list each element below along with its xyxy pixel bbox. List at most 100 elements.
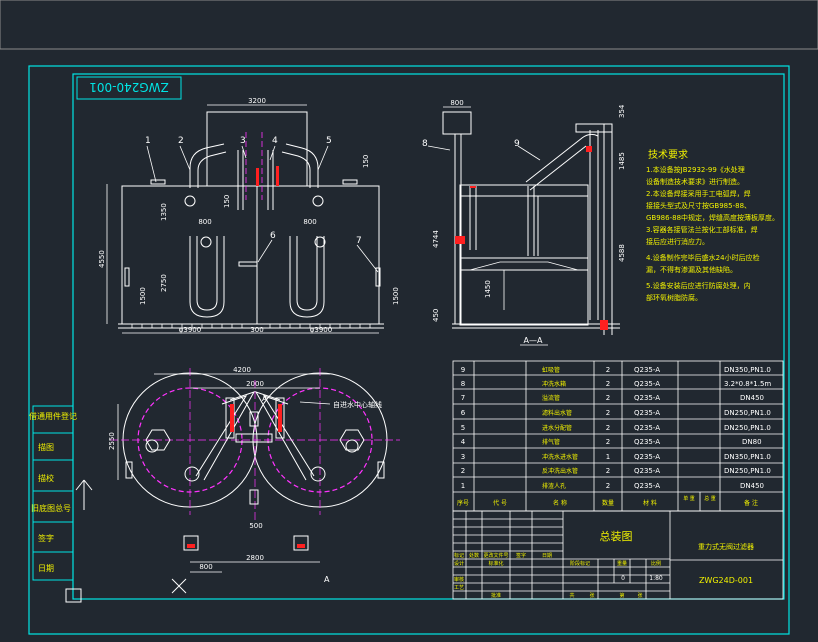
dim-800-right: 800 bbox=[303, 218, 316, 226]
side-dim-354: 354 bbox=[618, 104, 626, 118]
svg-text:序号: 序号 bbox=[457, 499, 469, 507]
side-callouts: 8 9 bbox=[422, 139, 541, 161]
drawing-code-reversed: ZWG240-001 bbox=[89, 80, 169, 94]
svg-text:9: 9 bbox=[461, 366, 465, 374]
title-block bbox=[452, 510, 784, 600]
svg-text:排渣人孔: 排渣人孔 bbox=[542, 482, 566, 490]
svg-text:2: 2 bbox=[461, 467, 465, 475]
bom-row: 8 冲洗水箱 2 Q235-A 3.2*0.8*1.5m bbox=[461, 380, 772, 388]
svg-text:DN450: DN450 bbox=[740, 394, 764, 402]
svg-text:溢流管: 溢流管 bbox=[542, 394, 560, 402]
svg-text:冲洗水箱: 冲洗水箱 bbox=[542, 380, 566, 388]
tech-requirements: 技术要求 1.本设备按JB2932-99《水处理 设备制造技术要求》进行制造。 … bbox=[646, 148, 779, 302]
dim-150-a: 150 bbox=[223, 195, 231, 208]
svg-text:总 重: 总 重 bbox=[704, 495, 716, 502]
section-label: A—A bbox=[524, 336, 543, 345]
side-dimensions: 800 354 1485 4744 4588 1450 450 A—A bbox=[432, 99, 626, 346]
plan-dim-2000: 2000 bbox=[246, 380, 264, 388]
svg-text:2: 2 bbox=[606, 366, 610, 374]
tech-line-6: 3.容器各接管法兰按化工部标准，焊 bbox=[646, 225, 758, 234]
svg-text:DN350,PN1.0: DN350,PN1.0 bbox=[724, 366, 771, 374]
side-dim-4588: 4588 bbox=[618, 244, 626, 262]
svg-text:阶段标记: 阶段标记 bbox=[570, 560, 590, 567]
svg-text:张: 张 bbox=[637, 592, 642, 599]
svg-text:2: 2 bbox=[606, 409, 610, 417]
drawing-name: 重力式无阀过滤器 bbox=[698, 542, 754, 551]
bom-row: 7 溢流管 2 Q235-A DN450 bbox=[461, 394, 764, 402]
side-label-sign: 签字 bbox=[38, 533, 54, 543]
tech-line-3: 2.本设备焊接采用手工电弧焊，焊 bbox=[646, 189, 751, 198]
dim-3200: 3200 bbox=[248, 97, 266, 105]
svg-text:Q235-A: Q235-A bbox=[634, 366, 660, 374]
bom-row: 1 排渣人孔 2 Q235-A DN450 bbox=[461, 482, 764, 490]
tech-line-4: 接接头型式及尺寸按GB985-88、 bbox=[646, 201, 751, 210]
drawing-title: 总装图 bbox=[600, 529, 633, 543]
svg-text:数量: 数量 bbox=[602, 499, 614, 507]
tech-line-1: 1.本设备按JB2932-99《水处理 bbox=[646, 165, 745, 174]
svg-text:虹吸管: 虹吸管 bbox=[542, 366, 560, 374]
svg-text:2: 2 bbox=[606, 380, 610, 388]
plan-dim-2800: 2800 bbox=[246, 554, 264, 562]
front-centerlines bbox=[245, 132, 263, 200]
dim-2750: 2750 bbox=[160, 274, 168, 292]
svg-text:标准化: 标准化 bbox=[488, 560, 503, 567]
svg-text:6: 6 bbox=[461, 409, 466, 417]
side-strip: 借通用件登记 描图 描校 旧底图总号 签字 日期 bbox=[29, 405, 77, 581]
drawing-code-block: ZWG240-001 bbox=[76, 76, 182, 100]
svg-text:比例: 比例 bbox=[651, 560, 661, 567]
svg-text:8: 8 bbox=[461, 380, 465, 388]
svg-text:4: 4 bbox=[461, 438, 466, 446]
side-dim-1485: 1485 bbox=[618, 152, 626, 170]
tech-line-9: 漏，不得有渗漏及其他缺陷。 bbox=[646, 265, 737, 274]
dim-dia-3900-left: φ3900 bbox=[179, 326, 201, 334]
side-tank bbox=[459, 184, 589, 326]
tech-heading: 技术要求 bbox=[648, 148, 688, 161]
svg-text:签字: 签字 bbox=[516, 552, 526, 559]
callout-9: 9 bbox=[514, 139, 520, 149]
svg-text:DN350,PN1.0: DN350,PN1.0 bbox=[724, 453, 771, 461]
side-dim-800: 800 bbox=[450, 99, 463, 107]
plan-dim-800: 800 bbox=[199, 563, 212, 571]
dim-dia-3900-right: φ3900 bbox=[310, 326, 332, 334]
svg-text:7: 7 bbox=[461, 394, 465, 402]
callout-4: 4 bbox=[272, 136, 278, 146]
front-callout-labels: 1 2 3 4 5 6 7 bbox=[145, 136, 362, 246]
plan-dim-500: 500 bbox=[249, 522, 262, 530]
svg-text:单 重: 单 重 bbox=[683, 495, 695, 502]
svg-text:5: 5 bbox=[461, 424, 465, 432]
svg-text:材 料: 材 料 bbox=[643, 499, 657, 507]
callout-6: 6 bbox=[270, 231, 276, 241]
callout-1: 1 bbox=[145, 136, 151, 146]
dim-150-b: 150 bbox=[362, 155, 370, 168]
bom-row: 5 进水分配管 2 Q235-A DN250,PN1.0 bbox=[461, 424, 771, 432]
bom-rows: 9 虹吸管 2 Q235-A DN350,PN1.0 8 冲洗水箱 2 Q235… bbox=[457, 366, 771, 507]
callout-5: 5 bbox=[326, 136, 332, 146]
side-dim-1450: 1450 bbox=[484, 280, 492, 298]
side-label-date: 日期 bbox=[38, 564, 54, 573]
svg-text:Q235-A: Q235-A bbox=[634, 438, 660, 446]
front-red-marks bbox=[256, 166, 279, 186]
inner-border bbox=[72, 73, 785, 600]
bom-row: 9 虹吸管 2 Q235-A DN350,PN1.0 bbox=[461, 366, 771, 374]
bom-row: 3 冲洗水进水管 1 Q235-A DN350,PN1.0 bbox=[461, 453, 771, 461]
ucs-icon bbox=[75, 479, 187, 594]
tech-line-7: 接后应进行消应力。 bbox=[646, 237, 709, 246]
svg-text:共: 共 bbox=[569, 592, 574, 599]
svg-text:Q235-A: Q235-A bbox=[634, 394, 660, 402]
svg-text:处数: 处数 bbox=[469, 552, 479, 559]
svg-text:DN80: DN80 bbox=[742, 438, 762, 446]
svg-text:2: 2 bbox=[606, 467, 610, 475]
svg-text:DN250,PN1.0: DN250,PN1.0 bbox=[724, 424, 771, 432]
drawing-code: ZWG24D-001 bbox=[699, 576, 753, 585]
tech-line-10: 5.设备安装后应进行防腐处理，内 bbox=[646, 281, 751, 290]
side-label-register: 借通用件登记 bbox=[29, 411, 77, 421]
origin-marker bbox=[65, 588, 82, 603]
svg-text:1: 1 bbox=[606, 453, 610, 461]
svg-text:Q235-A: Q235-A bbox=[634, 409, 660, 417]
outer-border bbox=[28, 65, 790, 635]
svg-text:冲洗水进水管: 冲洗水进水管 bbox=[542, 453, 578, 461]
side-dim-4744: 4744 bbox=[432, 230, 440, 248]
callout-7: 7 bbox=[356, 236, 362, 246]
svg-text:Q235-A: Q235-A bbox=[634, 380, 660, 388]
